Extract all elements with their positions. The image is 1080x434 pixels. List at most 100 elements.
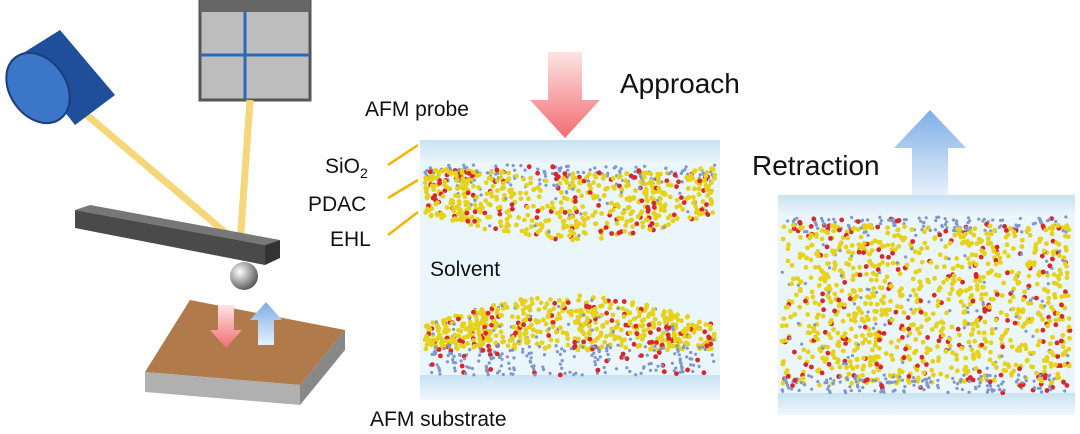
silica-bead <box>453 366 457 370</box>
polymer-bead <box>899 286 904 291</box>
silica-bead <box>576 170 580 174</box>
silica-bead <box>833 220 837 224</box>
polymer-bead <box>1008 226 1013 232</box>
silica-bead <box>1061 229 1065 233</box>
polymer-bead <box>1057 253 1062 259</box>
polymer-bead <box>788 314 794 320</box>
polymer-bead <box>530 327 536 333</box>
polymer-bead <box>491 319 496 324</box>
silica-bead <box>577 174 582 180</box>
polymer-bead <box>691 200 696 206</box>
polymer-bead <box>478 209 483 215</box>
polymer-bead <box>681 333 687 339</box>
polymer-bead <box>1041 286 1047 292</box>
polymer-bead <box>846 312 852 318</box>
polymer-bead <box>536 194 542 200</box>
polymer-bead <box>853 334 859 339</box>
polymer-bead <box>497 220 503 225</box>
polymer-bead <box>854 364 860 370</box>
silica-bead <box>532 364 536 368</box>
polymer-bead <box>656 185 662 191</box>
polymer-bead <box>591 180 596 186</box>
silica-bead <box>562 349 567 353</box>
afm-substrate-label: AFM substrate <box>370 408 507 431</box>
polymer-bead <box>839 288 845 294</box>
polymer-bead <box>923 311 928 317</box>
polymer-bead <box>849 243 855 248</box>
polymer-bead <box>516 215 521 220</box>
polymer-bead <box>629 217 635 223</box>
polymer-bead <box>470 332 475 338</box>
polymer-bead <box>798 280 803 285</box>
polymer-bead <box>669 170 674 174</box>
polymer-bead <box>973 320 979 326</box>
polymer-bead <box>836 297 842 303</box>
polymer-bead <box>1004 312 1010 318</box>
polymer-bead <box>489 194 495 199</box>
polymer-bead <box>667 194 673 200</box>
polymer-bead <box>906 374 912 379</box>
polymer-bead <box>950 266 956 271</box>
polymer-bead <box>536 307 542 312</box>
silica-bead <box>597 347 601 351</box>
polymer-bead <box>842 302 847 308</box>
polymer-bead <box>1067 335 1072 341</box>
polymer-bead <box>473 198 477 203</box>
polymer-bead <box>432 193 438 199</box>
polymer-bead <box>981 251 987 257</box>
polymer-bead <box>1001 280 1007 286</box>
polymer-bead <box>596 170 602 176</box>
polymer-bead <box>986 239 991 245</box>
polymer-bead <box>873 331 878 337</box>
silica-bead <box>943 222 948 227</box>
polymer-bead <box>872 316 878 322</box>
polymer-bead <box>936 358 941 364</box>
silica-bead <box>673 352 677 356</box>
silica-bead <box>807 374 811 378</box>
polymer-bead <box>461 321 467 327</box>
polymer-bead <box>1066 363 1072 369</box>
polymer-bead <box>848 317 854 323</box>
silica-bead <box>1017 383 1023 388</box>
silica-bead <box>927 385 931 389</box>
polymer-bead <box>1050 256 1055 262</box>
silica-bead <box>442 347 446 351</box>
polymer-bead <box>869 240 875 246</box>
silica-bead <box>989 384 993 388</box>
polymer-bead <box>814 315 820 320</box>
polymer-bead <box>955 263 961 269</box>
polymer-bead <box>837 242 843 248</box>
polymer-bead <box>482 210 488 216</box>
polymer-bead <box>639 323 645 329</box>
polymer-bead <box>1046 295 1051 301</box>
polymer-bead <box>680 328 686 334</box>
polymer-bead <box>861 250 866 256</box>
polymer-bead <box>574 224 580 230</box>
silica-bead <box>695 357 700 363</box>
polymer-bead <box>472 343 477 349</box>
polymer-bead <box>453 173 459 179</box>
polymer-bead <box>691 329 697 335</box>
polymer-bead <box>981 300 985 305</box>
silica-bead <box>532 367 536 371</box>
polymer-bead <box>821 346 825 350</box>
solvent-label: Solvent <box>430 258 501 281</box>
polymer-bead <box>975 309 979 313</box>
polymer-bead <box>819 236 825 242</box>
polymer-bead <box>567 185 573 191</box>
polymer-bead <box>643 186 649 192</box>
silica-bead <box>582 171 586 175</box>
polymer-bead <box>433 201 439 207</box>
polymer-bead <box>1028 261 1033 266</box>
polymer-bead <box>654 340 659 345</box>
polymer-bead <box>561 222 567 228</box>
polymer-bead <box>482 226 488 232</box>
polymer-bead <box>685 186 691 191</box>
polymer-bead <box>627 321 633 327</box>
polymer-bead <box>647 227 653 232</box>
polymer-bead <box>494 194 499 200</box>
retraction-label: Retraction <box>752 150 880 181</box>
polymer-bead <box>969 347 975 353</box>
polymer-bead <box>489 315 495 320</box>
